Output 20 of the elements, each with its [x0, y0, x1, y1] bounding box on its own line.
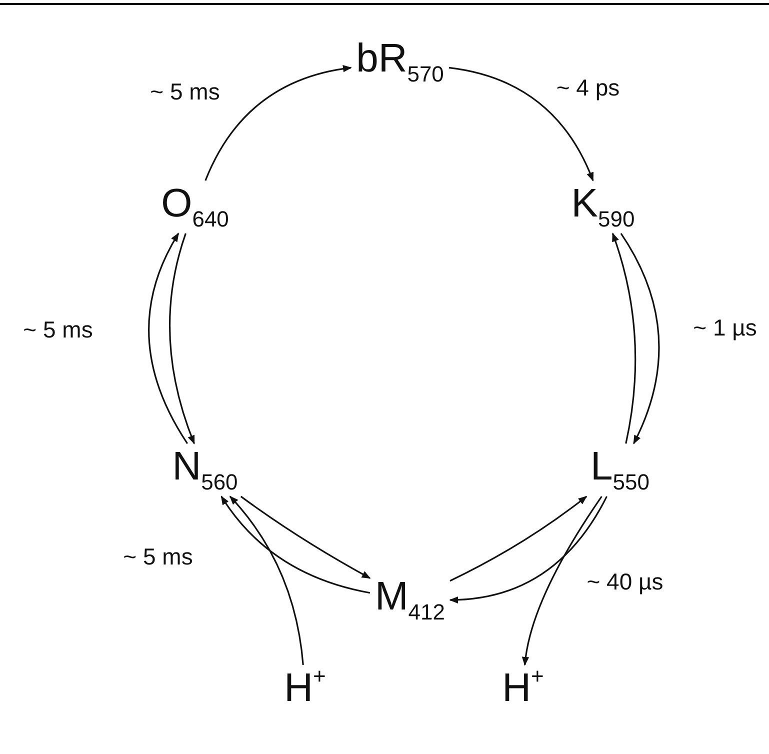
- arrow: [169, 233, 195, 444]
- arrow: [229, 496, 304, 666]
- arrow: [448, 66, 594, 182]
- state-label: N$_{560}$: [170, 446, 240, 494]
- state-label: L$_{550}$: [588, 446, 652, 494]
- arrow: [522, 496, 602, 666]
- arrow: [220, 496, 370, 594]
- state-label: M$_{412}$: [372, 576, 448, 624]
- state-label: bR$_{570}$: [354, 38, 446, 86]
- state-label: H$^{+}$: [282, 668, 328, 708]
- arrow: [204, 65, 352, 181]
- state-label: H$^{+}$: [500, 668, 546, 708]
- arrow: [620, 233, 660, 444]
- state-label: K$_{590}$: [569, 184, 637, 230]
- arrow: [450, 496, 588, 582]
- arrow: [612, 232, 636, 444]
- arrow: [148, 232, 188, 444]
- arrow: [449, 496, 608, 604]
- state-label: O$_{640}$: [159, 184, 231, 230]
- arrow: [240, 496, 371, 579]
